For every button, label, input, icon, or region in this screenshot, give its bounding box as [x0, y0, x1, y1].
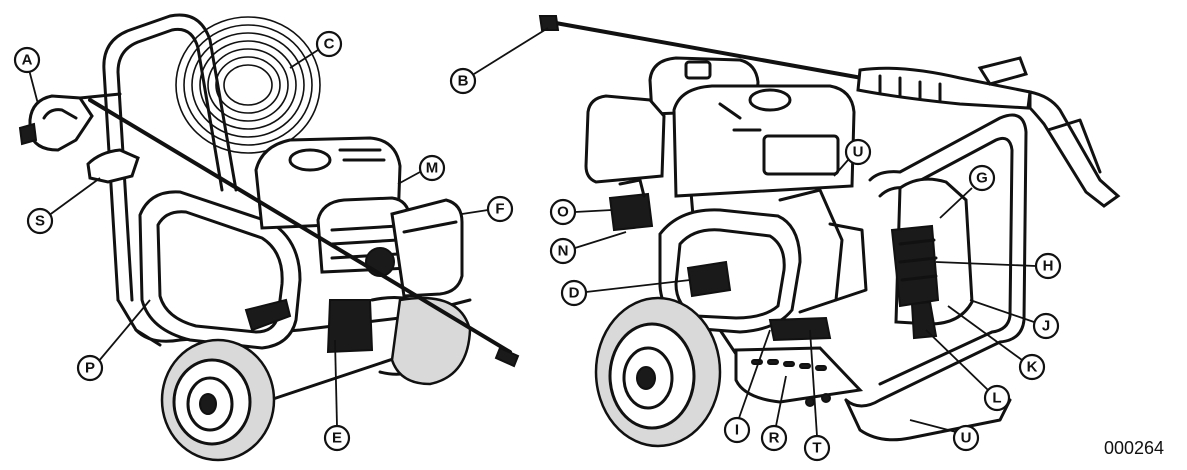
callout-U-bottom: U: [909, 419, 980, 452]
svg-text:S: S: [35, 213, 45, 230]
figure-code: 000264: [1104, 438, 1164, 458]
right-wheel-illustration: [390, 296, 472, 386]
callout-M: M: [397, 154, 446, 185]
callout-S: S: [26, 177, 101, 235]
svg-text:R: R: [769, 430, 780, 447]
svg-text:D: D: [569, 285, 580, 302]
callout-R: R: [760, 375, 788, 452]
callout-A: A: [13, 46, 41, 105]
callout-G: G: [939, 164, 996, 219]
rear-wheel-illustration: [594, 296, 722, 448]
left-wheel-illustration: [160, 338, 276, 462]
svg-text:M: M: [426, 160, 439, 177]
right-view-pressure-washer: B U O N D G H: [449, 15, 1121, 462]
rear-frame-illustration: [844, 113, 1028, 408]
callout-J: J: [969, 299, 1060, 340]
svg-text:G: G: [976, 170, 988, 187]
engine-illustration: [254, 136, 464, 376]
svg-text:U: U: [853, 144, 864, 161]
callout-K: K: [947, 305, 1046, 381]
svg-text:A: A: [22, 52, 33, 69]
svg-text:F: F: [495, 201, 504, 218]
svg-text:C: C: [324, 36, 335, 53]
callout-I: I: [723, 329, 771, 444]
callout-F: F: [461, 195, 514, 223]
callout-D: D: [560, 279, 691, 307]
svg-text:L: L: [992, 390, 1001, 407]
svg-text:B: B: [458, 73, 469, 90]
callout-B: B: [449, 27, 549, 95]
callout-O: O: [549, 198, 613, 226]
svg-text:H: H: [1043, 258, 1054, 275]
callout-C: C: [289, 30, 343, 69]
svg-text:I: I: [735, 422, 739, 439]
callout-N: N: [549, 231, 627, 265]
wand-illustration: [538, 15, 1121, 208]
callout-P: P: [76, 299, 151, 382]
hose-reel-illustration: [175, 16, 321, 154]
svg-text:E: E: [332, 430, 342, 447]
callout-E: E: [323, 339, 351, 452]
callout-T: T: [803, 329, 831, 462]
svg-text:K: K: [1027, 359, 1038, 376]
frame-handle-illustration: [102, 13, 238, 302]
base-plate-illustration: [734, 346, 864, 407]
rear-engine-illustration: [584, 56, 868, 342]
svg-text:U: U: [961, 430, 972, 447]
left-view-pressure-washer: A S C M F P E: [13, 13, 520, 462]
svg-text:P: P: [85, 360, 95, 377]
callout-L: L: [925, 329, 1011, 412]
spray-gun-illustration: [18, 92, 520, 368]
svg-text:T: T: [812, 440, 821, 457]
pump-illustration: [890, 177, 974, 340]
callout-H: H: [935, 252, 1062, 280]
svg-text:O: O: [557, 204, 569, 221]
callout-U-top: U: [833, 138, 872, 177]
svg-text:J: J: [1042, 318, 1050, 335]
svg-text:N: N: [558, 243, 569, 260]
